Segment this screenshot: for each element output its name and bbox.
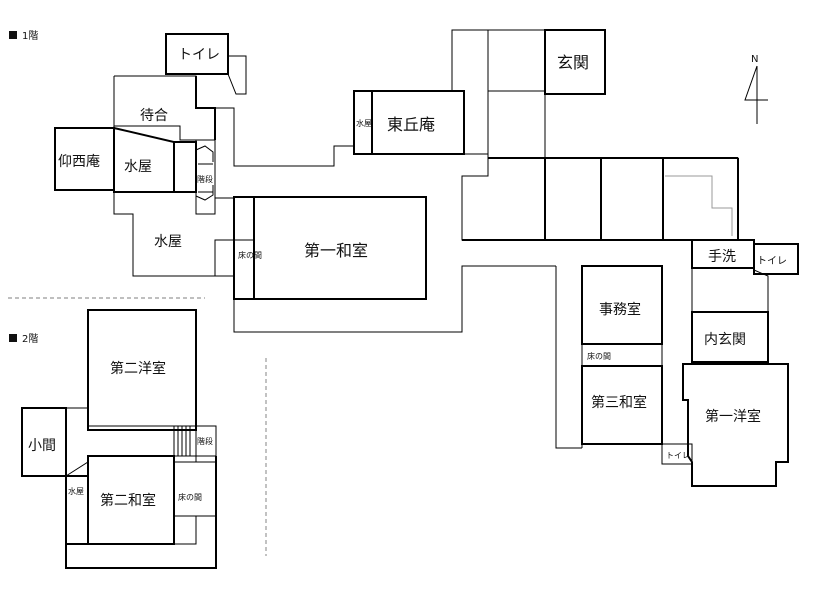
floor1-east-wing [353, 29, 799, 487]
label-shoma: 小間 [28, 438, 56, 454]
floor2-plan [21, 309, 217, 569]
room-genkan [544, 29, 606, 95]
room-daini-yoshitsu [87, 309, 197, 431]
label-tokonoma-2: 床の間 [178, 492, 202, 502]
wall [451, 29, 546, 92]
room-daiichi-yoshitsu [682, 363, 789, 487]
stair-steps [195, 145, 214, 201]
compass: N [744, 54, 768, 124]
label-tokonoma-3: 床の間 [587, 351, 611, 361]
wall [214, 239, 235, 277]
label-kaidan-2: 階段 [197, 436, 213, 446]
room-temizu [691, 239, 755, 269]
wall [195, 76, 216, 140]
label-tokyuan: 東丘庵 [387, 115, 435, 134]
wall [665, 175, 733, 236]
room-daini-washitsu [87, 455, 175, 545]
room-shoma [21, 407, 67, 477]
compass-label: N [751, 54, 758, 65]
room-tokonoma-2 [173, 461, 217, 517]
room-daiichi-washitsu [233, 196, 427, 300]
label-daiichi-yoshitsu: 第一洋室 [705, 408, 761, 425]
label-daini-yoshitsu: 第二洋室 [110, 360, 166, 377]
wall [114, 75, 197, 108]
room-uchigenkan [691, 311, 769, 363]
label-jimushitsu: 事務室 [599, 301, 641, 318]
compass-arrow [744, 65, 768, 101]
label-toilet-e: トイレ [757, 256, 787, 267]
label-uchigenkan: 内玄関 [704, 331, 746, 348]
stair-steps [177, 426, 191, 456]
label-mizuya: 水屋 [68, 486, 84, 496]
wall [452, 29, 489, 158]
outer-wall [65, 456, 217, 569]
label-temizu: 手洗 [708, 249, 736, 265]
label-mizuya-small: 水屋 [356, 118, 372, 128]
stair-2-label-box [195, 425, 217, 457]
stair-1 [195, 139, 216, 215]
room-mizuya-1-side [173, 141, 197, 193]
label-genkan: 玄関 [557, 53, 589, 72]
floor1-label: 1階 [22, 30, 38, 42]
corridor [233, 265, 556, 333]
label-mizuya-1: 水屋 [124, 159, 152, 175]
room-daisan-washitsu [581, 365, 663, 445]
room-toilet-e [753, 243, 799, 275]
room-labels: トイレ 待合 仰西庵 水屋 階段 水屋 床の間 第一和室 水屋 東丘庵 玄関 手… [28, 47, 787, 509]
label-daiichi-washitsu: 第一和室 [304, 241, 368, 260]
floor1-marker [9, 31, 17, 39]
wall [114, 125, 196, 141]
wall [88, 515, 197, 545]
corridor [555, 266, 582, 449]
room-tokyuan [371, 90, 465, 155]
label-toilet-nw: トイレ [178, 47, 220, 63]
label-tokonoma-1: 床の間 [238, 250, 262, 260]
floor2-marker [9, 334, 17, 342]
label-daisan-washitsu: 第三和室 [591, 394, 647, 411]
label-machiai: 待合 [140, 108, 168, 124]
label-mizuya-2: 水屋 [154, 234, 182, 250]
wall [227, 55, 247, 95]
label-daini-washitsu: 第二和室 [100, 492, 156, 509]
label-gyoseian: 仰西庵 [58, 153, 100, 170]
corridor [215, 107, 354, 167]
label-toilet-small: トイレ [666, 451, 690, 460]
room-toilet-nw [165, 33, 229, 75]
wall [581, 443, 682, 448]
label-kaidan-1: 階段 [197, 174, 213, 184]
room-jimushitsu [581, 265, 663, 345]
floor2-label: 2階 [22, 333, 38, 345]
floor1-west-wing [54, 33, 556, 333]
